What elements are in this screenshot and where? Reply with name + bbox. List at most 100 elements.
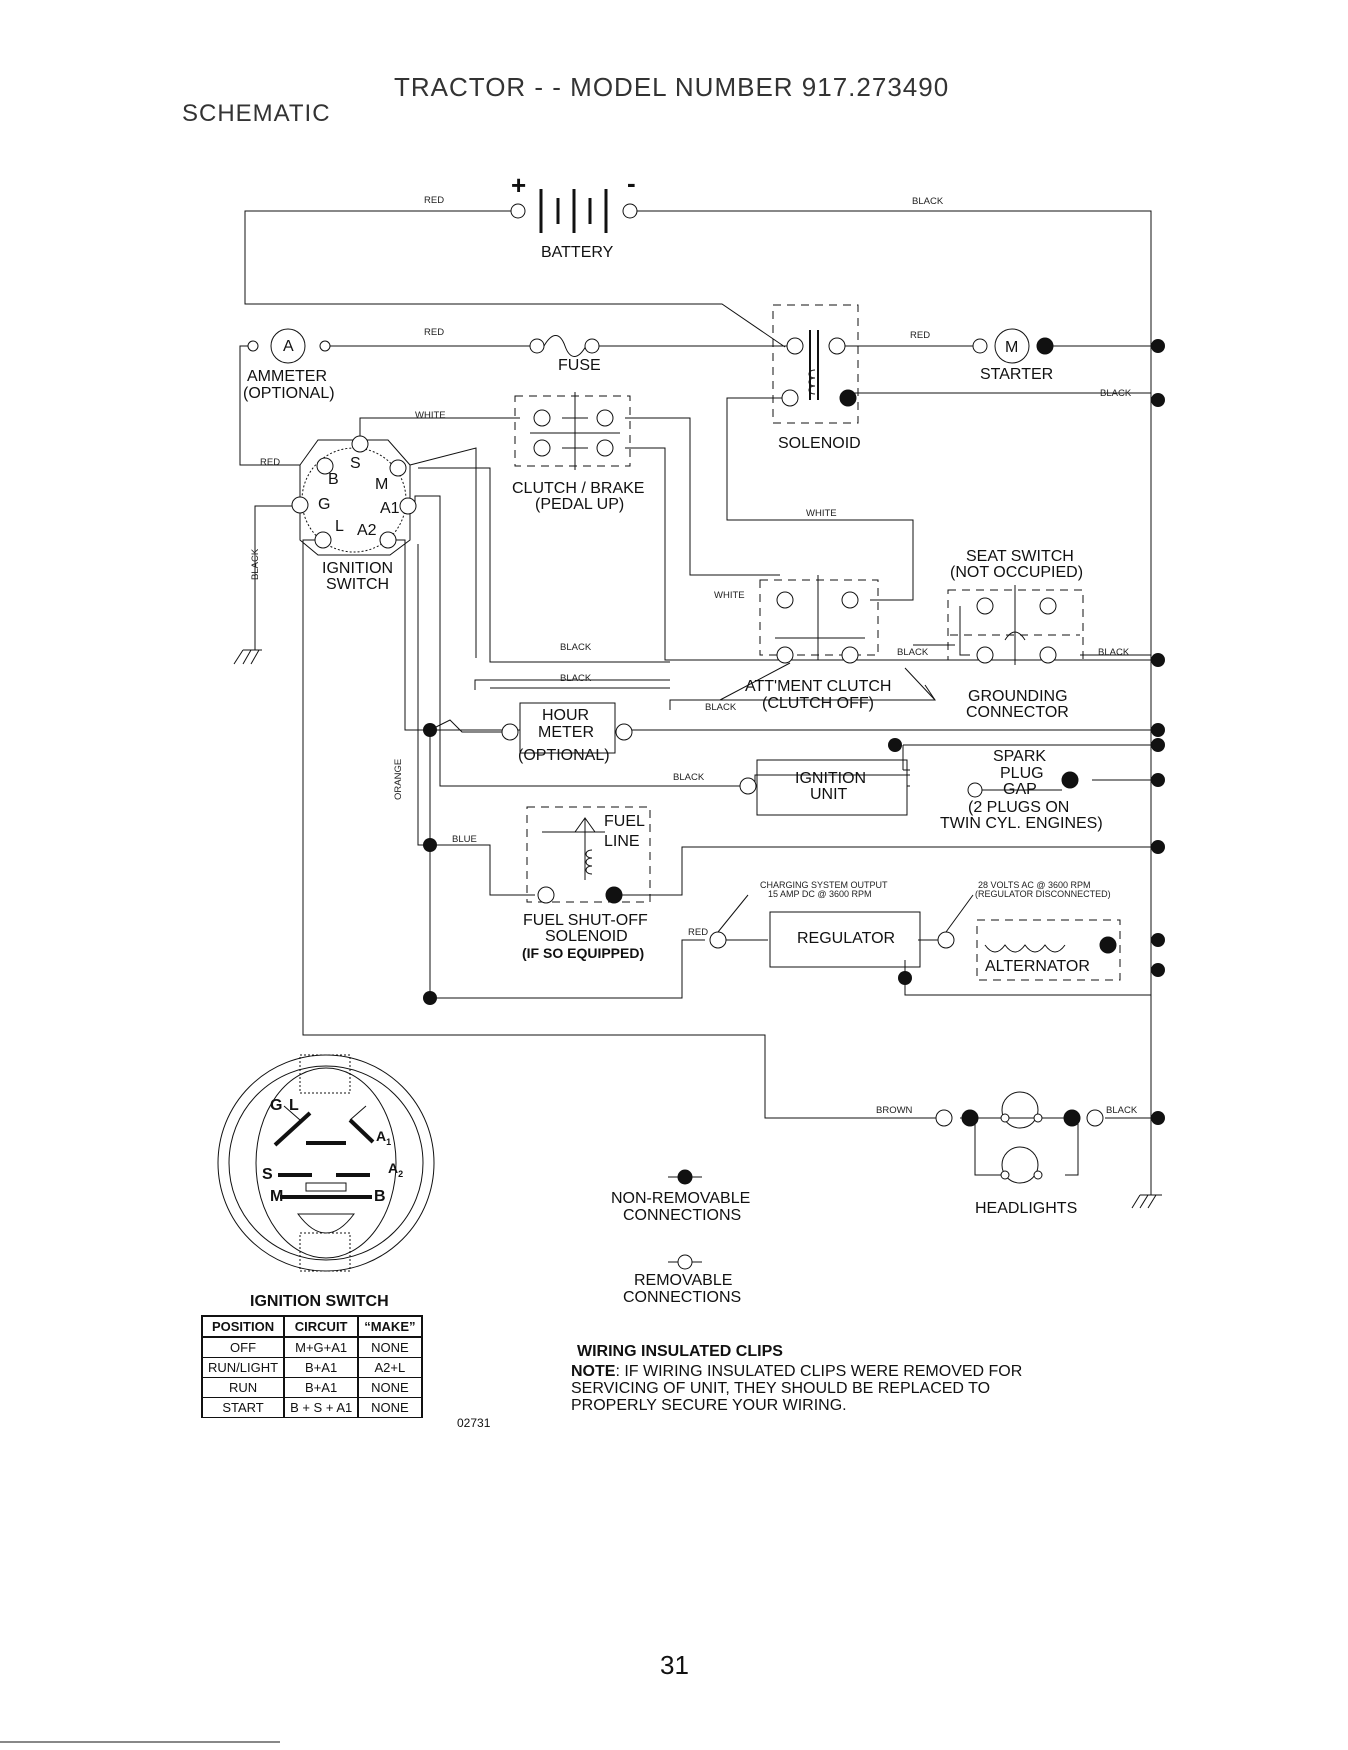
starter-letter: M: [1005, 339, 1019, 356]
table-row: START B + S + A1 NONE: [200, 1397, 423, 1418]
solenoid-label: SOLENOID: [778, 435, 861, 452]
table-cell: M+G+A1: [283, 1336, 360, 1358]
table-cell: NONE: [357, 1397, 423, 1418]
table-cell: OFF: [200, 1336, 286, 1358]
wire-label-red: RED: [424, 327, 445, 338]
spark-label: SPARK: [993, 748, 1047, 765]
ammeter-optional: (OPTIONAL): [243, 385, 335, 402]
alternator: [977, 920, 1120, 980]
table-row: OFF M+G+A1 NONE: [200, 1336, 423, 1358]
twin-cyl-label: TWIN CYL. ENGINES): [940, 815, 1103, 832]
line-label: LINE: [604, 833, 640, 850]
table-cell: RUN: [200, 1377, 286, 1398]
seat-switch: [948, 585, 1083, 665]
seat-switch-state: (NOT OCCUPIED): [950, 564, 1084, 581]
ignition-switch-label-2: SWITCH: [326, 576, 390, 593]
battery-symbol: [511, 189, 637, 233]
starter-symbol: [973, 329, 1053, 363]
table-cell: A2+L: [357, 1357, 423, 1378]
notes-heading: WIRING INSULATED CLIPS: [577, 1343, 783, 1360]
wire-label-black: BLACK: [705, 702, 737, 713]
ign-term-a1: A1: [380, 500, 400, 517]
notes-line-1: NOTE: IF WIRING INSULATED CLIPS WERE REM…: [571, 1363, 1023, 1380]
table-row: RUN B+A1 NONE: [200, 1377, 423, 1398]
ign-term-g: G: [318, 496, 331, 513]
charging-amp-label: 15 AMP DC @ 3600 RPM: [768, 889, 872, 899]
page-subtitle: SCHEMATIC: [182, 100, 331, 127]
if-equipped-label: (IF SO EQUIPPED): [522, 945, 645, 961]
wire-label-red: RED: [910, 330, 931, 341]
legend-non-removable-2: CONNECTIONS: [623, 1207, 742, 1224]
wire-label-black: BLACK: [673, 772, 705, 783]
regulator: [710, 895, 973, 967]
headlights: [936, 1092, 1103, 1183]
column-header: “MAKE”: [357, 1315, 423, 1338]
ammeter-letter: A: [283, 338, 294, 355]
legend-removable-2: CONNECTIONS: [623, 1289, 742, 1306]
wire-ammeter-red: [240, 346, 300, 465]
ign-term-s: S: [350, 455, 361, 472]
wire-label-black: BLACK: [912, 196, 944, 207]
wire-label-orange: ORANGE: [393, 758, 404, 800]
hour-meter-optional: (OPTIONAL): [518, 747, 610, 764]
gap-label: GAP: [1003, 781, 1037, 798]
connector-label: CONNECTOR: [966, 704, 1069, 721]
wire-label-black: BLACK: [1098, 647, 1130, 658]
table-cell: B + S + A1: [283, 1397, 360, 1418]
notes-line-3: PROPERLY SECURE YOUR WIRING.: [571, 1397, 847, 1414]
plug-label: PLUG: [1000, 765, 1044, 782]
note-label: NOTE: [571, 1363, 616, 1380]
clutch-brake-switch: [515, 392, 630, 470]
seat-switch-label: SEAT SWITCH: [966, 548, 1074, 565]
wire-label-brown: BROWN: [876, 1105, 913, 1116]
wire-label-black: BLACK: [1106, 1105, 1138, 1116]
plugs-on-label: (2 PLUGS ON: [968, 799, 1070, 816]
fuel-label: FUEL: [604, 813, 645, 830]
table-cell: B+A1: [283, 1377, 360, 1398]
page-number: 31: [660, 1650, 689, 1680]
legend-non-removable-1: NON-REMOVABLE: [611, 1190, 751, 1207]
wire-label-red: RED: [424, 195, 445, 206]
non-removable-dots: [423, 339, 1165, 1125]
regulator-disconnected-label: (REGULATOR DISCONNECTED): [975, 889, 1111, 899]
wire-label-black: BLACK: [897, 647, 929, 658]
page-title: TRACTOR - - MODEL NUMBER 917.273490: [394, 72, 950, 102]
wire-label-red: RED: [688, 927, 709, 938]
ignition-switch-table: POSITION CIRCUIT “MAKE” OFF M+G+A1 NONE …: [200, 1315, 423, 1418]
wire-battery-black-ground-bus: [624, 211, 1151, 1150]
ignition-unit: [740, 760, 1078, 815]
table-cell: RUN/LIGHT: [200, 1357, 286, 1378]
wire-label-blue: BLUE: [452, 834, 477, 845]
notes-line-2: SERVICING OF UNIT, THEY SHOULD BE REPLAC…: [571, 1380, 991, 1397]
table-cell: START: [200, 1397, 286, 1418]
wire-label-black: BLACK: [250, 548, 261, 580]
battery-plus: +: [511, 170, 527, 200]
detail-a1: A1: [376, 1128, 392, 1147]
table-cell: NONE: [357, 1336, 423, 1358]
wire-battery-red: [245, 211, 785, 347]
ammeter-symbol: [248, 329, 330, 363]
legend-removable-1: REMOVABLE: [634, 1272, 733, 1289]
hour-meter: [502, 703, 632, 753]
hour-meter-label-2: METER: [538, 724, 594, 741]
hour-meter-label-1: HOUR: [542, 707, 590, 724]
table-row: RUN/LIGHT B+A1 A2+L: [200, 1357, 423, 1378]
fuel-solenoid-label: SOLENOID: [545, 928, 628, 945]
ammeter-label: AMMETER: [247, 368, 327, 385]
headlights-label: HEADLIGHTS: [975, 1200, 1078, 1217]
ignition-unit-label-2: UNIT: [810, 786, 848, 803]
charging-output-label: CHARGING SYSTEM OUTPUT: [760, 880, 888, 890]
column-header: CIRCUIT: [283, 1315, 360, 1338]
fuse-symbol: [530, 336, 599, 357]
ign-term-b: B: [328, 471, 339, 488]
figure-code: 02731: [457, 1416, 491, 1430]
battery-neg-terminal: [623, 204, 637, 218]
detail-b: B: [374, 1188, 386, 1205]
starter-label: STARTER: [980, 366, 1054, 383]
ignition-table-title: IGNITION SWITCH: [250, 1293, 389, 1310]
attachment-clutch-switch: [670, 575, 935, 710]
ignition-switch-label-1: IGNITION: [322, 560, 394, 577]
wire-label-black: BLACK: [560, 642, 592, 653]
detail-s: S: [262, 1166, 273, 1183]
